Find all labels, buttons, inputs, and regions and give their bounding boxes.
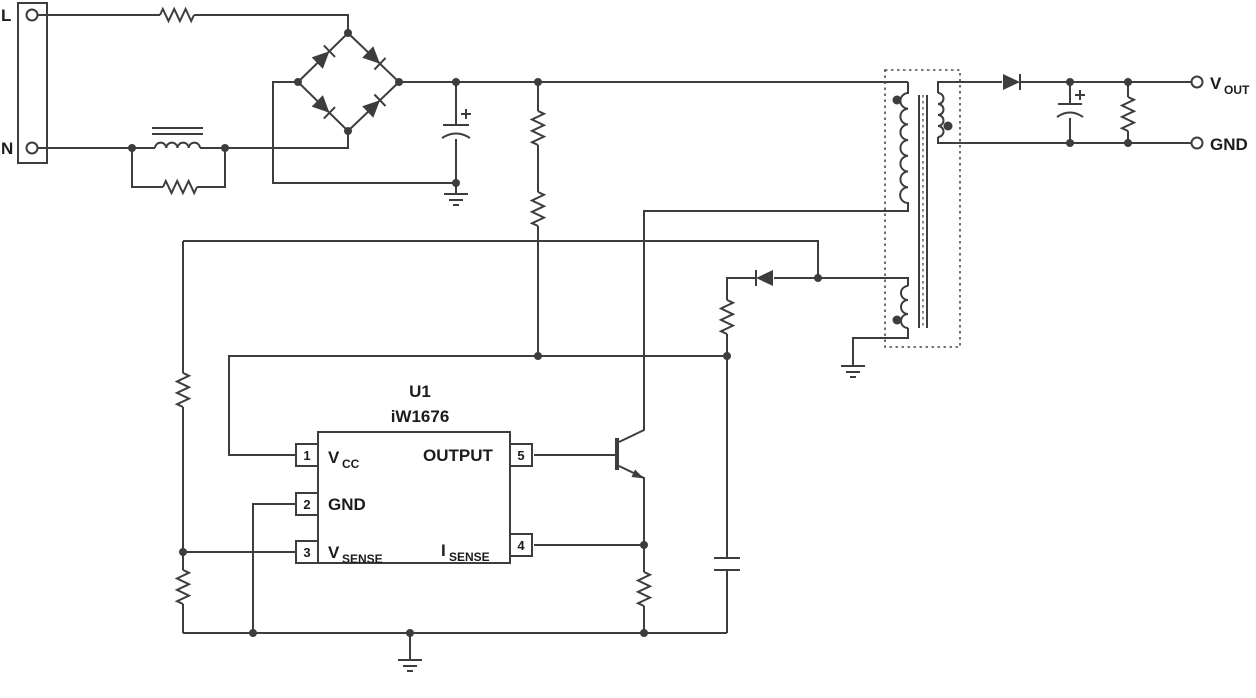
- pin-vcc-label: V: [328, 448, 340, 467]
- pin1-number: 1: [303, 448, 310, 463]
- gnd-terminal-circle: [1190, 136, 1204, 150]
- current-sense-resistor: [637, 545, 651, 633]
- pin-output-label: OUTPUT: [423, 446, 494, 465]
- auxiliary-polarity-dot: [892, 315, 902, 325]
- choke-winding: [154, 141, 201, 149]
- pin-vsense-label: V: [328, 543, 340, 562]
- secondary-polarity-dot: [943, 121, 953, 131]
- bulk-capacitor: [441, 82, 471, 183]
- pin1-box: [295, 443, 319, 467]
- vsense-divider: [176, 241, 190, 633]
- pin-isense-label: I: [441, 541, 446, 560]
- vsense-feed-wire: [183, 240, 819, 278]
- pin4-box: [509, 533, 533, 557]
- output-terminals: V OUT GND: [1190, 74, 1250, 154]
- output-return-wire: [937, 137, 1191, 144]
- emitter-arrow: [631, 469, 644, 479]
- vsense-lower-resistor: [176, 569, 190, 605]
- transistor-emitter: [618, 465, 645, 545]
- vcc-series-resistor: [720, 299, 734, 356]
- pin3-number: 3: [303, 545, 310, 560]
- vcc-rectifier-diode: [726, 269, 818, 300]
- pin-gnd-label: GND: [328, 495, 366, 514]
- ic-part-number: iW1676: [391, 407, 450, 426]
- output-capacitor: [1056, 82, 1085, 143]
- plus-sign: [1075, 90, 1085, 100]
- ic-designator: U1: [409, 382, 431, 401]
- controller-ic: U1 iW1676 1 2 3 5 4 V CC GND V SENSE OUT…: [295, 382, 533, 566]
- vcc-wire: [228, 355, 727, 456]
- line-wire: [38, 14, 349, 33]
- vcc-capacitor: [714, 356, 740, 633]
- choke-core-lines: [152, 127, 203, 135]
- neutral-terminal-label: N: [1, 139, 13, 158]
- pin4-number: 4: [517, 538, 525, 553]
- output-gnd-label: GND: [1210, 135, 1248, 154]
- ic-gnd-wire: [252, 503, 296, 633]
- auxiliary-winding: [900, 285, 909, 329]
- transformer-core: [918, 95, 928, 328]
- bridge-rectifier: [294, 29, 403, 135]
- ic-body: [317, 431, 511, 564]
- vout-subscript: OUT: [1224, 83, 1250, 97]
- pin-isense-subscript: SENSE: [449, 550, 490, 564]
- primary-switch-wire: [618, 203, 909, 443]
- pin-vsense-subscript: SENSE: [342, 552, 383, 566]
- pin2-number: 2: [303, 497, 310, 512]
- output-rectifier-diode: [937, 73, 1191, 93]
- primary-polarity-dot: [892, 95, 902, 105]
- auxiliary-ground-symbol: [840, 365, 866, 378]
- fuse-resistor: [159, 8, 195, 22]
- startup-resistor-chain: [531, 82, 545, 356]
- pin5-number: 5: [517, 448, 524, 463]
- npn-transistor: [615, 438, 645, 545]
- bridge-negative-return-wire: [272, 81, 456, 184]
- output-load-resistor: [1121, 82, 1135, 143]
- line-terminal-label: L: [1, 6, 11, 25]
- auxiliary-winding-wires: [818, 277, 909, 366]
- plus-sign: [461, 109, 471, 119]
- flyback-transformer: [884, 69, 961, 348]
- primary-winding: [899, 82, 909, 211]
- emi-choke: [152, 127, 203, 149]
- startup-resistor-2: [531, 191, 545, 227]
- bus-ground-symbol: [397, 633, 423, 672]
- vout-terminal-circle: [1190, 75, 1204, 89]
- vsense-upper-resistor: [176, 372, 190, 408]
- transformer-boundary-box: [884, 69, 961, 348]
- primary-ground-symbol: [443, 183, 469, 206]
- pin-vcc-subscript: CC: [342, 457, 360, 471]
- input-terminal-block: L N: [1, 2, 48, 164]
- pin5-box: [509, 443, 533, 467]
- vout-label: V: [1210, 74, 1222, 93]
- neutral-terminal-circle: [25, 141, 39, 155]
- line-terminal-circle: [25, 8, 39, 22]
- secondary-winding: [937, 92, 945, 138]
- startup-resistor-1: [531, 110, 545, 146]
- choke-damping-resistor: [131, 148, 226, 194]
